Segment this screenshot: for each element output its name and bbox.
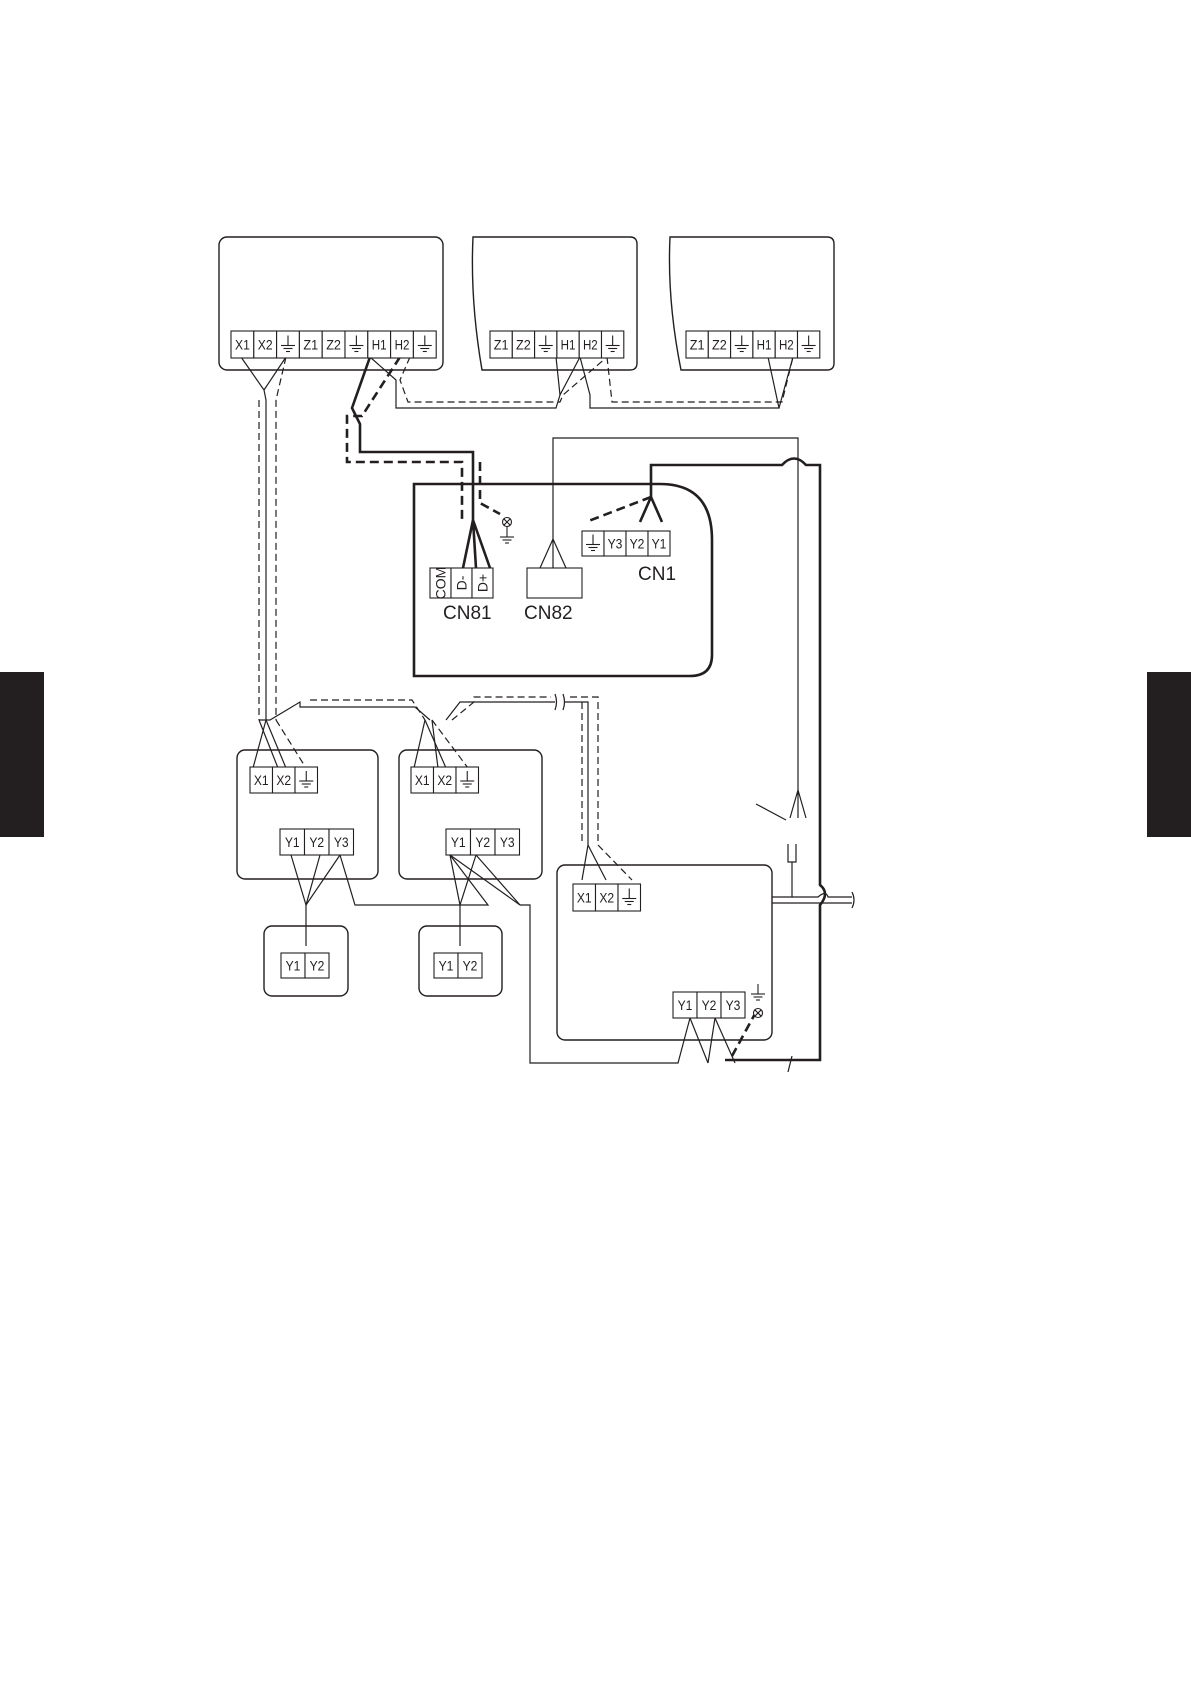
terminal-label: X2 xyxy=(599,890,614,906)
indoor-2-x-terminal-2 xyxy=(456,767,479,793)
indoor-3-x-terminal-2 xyxy=(618,884,641,911)
terminal-label: X1 xyxy=(235,337,250,353)
terminal-label: Y2 xyxy=(475,834,490,850)
earth-ground-icon xyxy=(751,984,765,1000)
terminal-label: Y1 xyxy=(439,958,454,974)
terminal-label: H2 xyxy=(395,337,410,353)
terminal-label: Y3 xyxy=(726,997,741,1013)
terminal-label: Z2 xyxy=(516,337,531,353)
outdoor-main-terminal-0: X1 xyxy=(231,331,254,358)
terminal-label: Z1 xyxy=(494,337,509,353)
outdoor-2-terminal-4: H2 xyxy=(579,331,601,358)
terminal-label: Z2 xyxy=(712,337,727,353)
indoor-2-x-terminal-0: X1 xyxy=(411,767,434,793)
terminal-label: Y3 xyxy=(608,536,623,552)
terminal-label: Z1 xyxy=(690,337,705,353)
outdoor-3-terminal-0: Z1 xyxy=(686,331,708,358)
terminal-label: Y1 xyxy=(451,834,466,850)
terminal-label: D+ xyxy=(475,574,491,592)
outdoor-main-terminal-5 xyxy=(345,331,368,358)
indoor-1-x-terminal-0: X1 xyxy=(250,767,273,793)
terminal-label: Y2 xyxy=(310,958,325,974)
terminal-label: X1 xyxy=(577,890,592,906)
terminal-label: X1 xyxy=(415,772,430,788)
terminal-label: Y2 xyxy=(309,834,324,850)
outdoor-2-terminal-2 xyxy=(535,331,557,358)
indoor-2-y-terminal-1: Y2 xyxy=(471,829,496,855)
terminal-label: Y1 xyxy=(678,997,693,1013)
terminal-label: X2 xyxy=(437,772,452,788)
outdoor-3-terminal-3: H1 xyxy=(753,331,775,358)
indoor-3-y-terminal-0: Y1 xyxy=(673,992,697,1018)
indoor-1-y-terminal-1: Y2 xyxy=(305,829,330,855)
terminal-label: H1 xyxy=(561,337,576,353)
indoor-2-x-terminal-1: X2 xyxy=(434,767,457,793)
indoor-1-y-terminal-2: Y3 xyxy=(329,829,354,855)
terminal-label: Z1 xyxy=(303,337,318,353)
terminal-label: H1 xyxy=(757,337,772,353)
terminal-label: H2 xyxy=(583,337,598,353)
outdoor-main-terminal-7: H2 xyxy=(391,331,414,358)
terminal-label: Y1 xyxy=(286,958,301,974)
remote-1-terminal-1: Y2 xyxy=(305,953,329,978)
terminal-label: Y1 xyxy=(285,834,300,850)
outdoor-3-terminal-5 xyxy=(798,331,820,358)
earth-screw-icon xyxy=(754,1009,763,1018)
outdoor-3-terminal-2 xyxy=(731,331,753,358)
terminal-label: Z2 xyxy=(326,337,341,353)
terminal-label: D- xyxy=(454,575,470,590)
outdoor-main-terminal-4: Z2 xyxy=(322,331,345,358)
terminal-label: X2 xyxy=(258,337,273,353)
terminal-label: COM xyxy=(433,567,449,600)
indoor-3-y-terminal-2: Y3 xyxy=(721,992,745,1018)
outdoor-2-terminal-3: H1 xyxy=(557,331,579,358)
cn81-terminal-1: D- xyxy=(451,568,472,598)
terminal-label: H2 xyxy=(779,337,794,353)
indoor-2-y-terminal-2: Y3 xyxy=(495,829,520,855)
terminal-label: Y1 xyxy=(652,536,667,552)
terminal-label: Y3 xyxy=(334,834,349,850)
cn1-terminal-3: Y1 xyxy=(648,531,670,556)
outdoor-3-terminal-4: H2 xyxy=(775,331,797,358)
terminal-label: Y2 xyxy=(702,997,717,1013)
outdoor-main-terminal-6: H1 xyxy=(368,331,391,358)
cn82-connector-block xyxy=(527,568,582,598)
indoor-1-x-terminal-2 xyxy=(295,767,318,793)
remote-2-terminal-0: Y1 xyxy=(434,953,458,978)
terminal-label: Y3 xyxy=(500,834,515,850)
outdoor-2-terminal-5 xyxy=(602,331,624,358)
cn1-terminal-2: Y2 xyxy=(626,531,648,556)
outdoor-main-terminal-1: X2 xyxy=(254,331,277,358)
cn82-label: CN82 xyxy=(524,603,573,624)
indoor-1-x-terminal-1: X2 xyxy=(273,767,296,793)
terminal-label: Y2 xyxy=(630,536,645,552)
indoor-2-y-terminal-0: Y1 xyxy=(446,829,471,855)
earth-screw-icon xyxy=(503,518,512,527)
indoor-3-x-terminal-1: X2 xyxy=(596,884,619,911)
cn1-terminal-0 xyxy=(582,531,604,556)
earth-ground-icon xyxy=(500,527,514,543)
terminal-label: X2 xyxy=(276,772,291,788)
remote-2-terminal-1: Y2 xyxy=(458,953,482,978)
outdoor-main-terminal-3: Z1 xyxy=(299,331,322,358)
outdoor-2-terminal-0: Z1 xyxy=(490,331,512,358)
cn1-label: CN1 xyxy=(638,564,676,585)
terminal-label: Y2 xyxy=(463,958,478,974)
cn1-terminal-1: Y3 xyxy=(604,531,626,556)
indoor-3-x-terminal-0: X1 xyxy=(573,884,596,911)
outdoor-main-terminal-2 xyxy=(277,331,300,358)
outdoor-3-terminal-1: Z2 xyxy=(708,331,730,358)
indoor-1-y-terminal-0: Y1 xyxy=(280,829,305,855)
cn81-terminal-2: D+ xyxy=(472,568,493,598)
indoor-3-y-terminal-1: Y2 xyxy=(697,992,721,1018)
cn81-label: CN81 xyxy=(443,603,492,624)
outdoor-2-terminal-1: Z2 xyxy=(512,331,534,358)
cn81-terminal-0: COM xyxy=(430,567,451,600)
outdoor-main-terminal-8 xyxy=(413,331,436,358)
terminal-label: X1 xyxy=(254,772,269,788)
terminal-label: H1 xyxy=(372,337,387,353)
remote-1-terminal-0: Y1 xyxy=(281,953,305,978)
